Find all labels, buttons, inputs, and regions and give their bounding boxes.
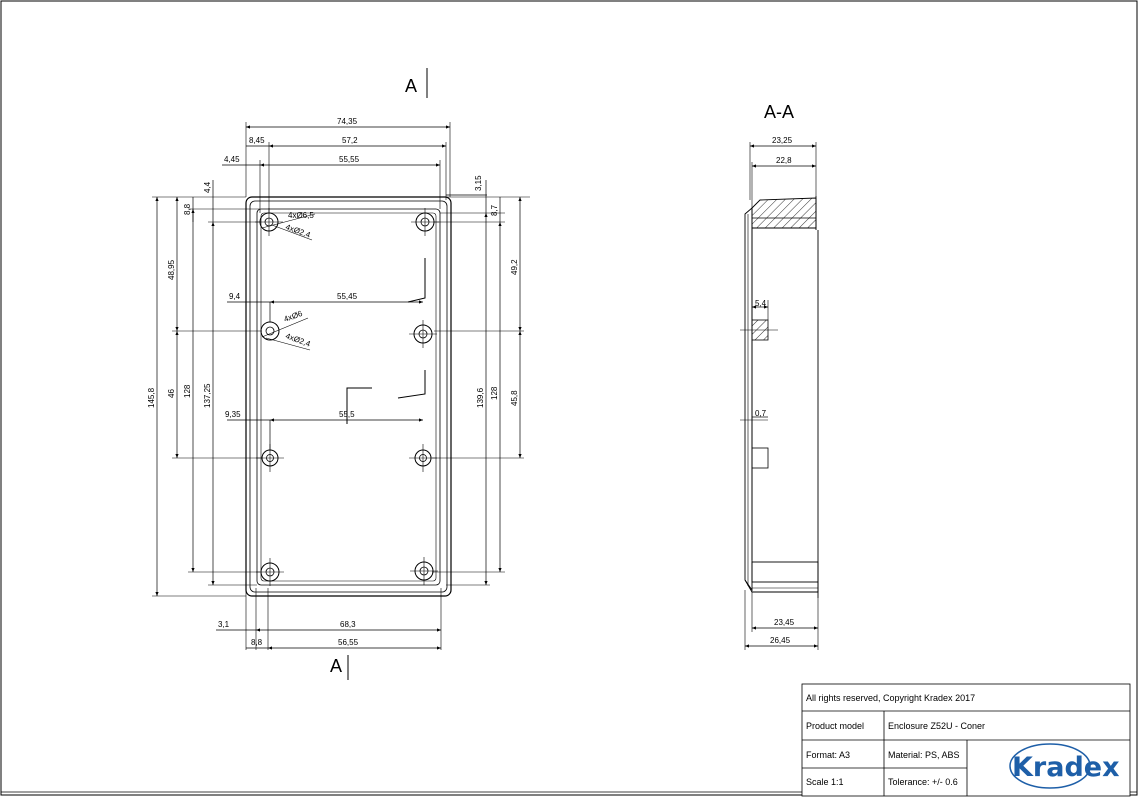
dim-right-offset: 3,15 [474, 175, 483, 191]
dim-bottom-3-1: 3,1 [218, 620, 230, 629]
section-top-flange [751, 197, 817, 229]
dim-total-height: 145,8 [147, 387, 156, 408]
section-mark-top: A [405, 76, 417, 96]
front-view [152, 68, 530, 680]
kradex-logo: Kradex [1009, 743, 1120, 789]
title-block-text: All rights reserved, Copyright Kradex 20… [806, 693, 985, 787]
dim-section-outer-top: 23,25 [772, 136, 793, 145]
dim-bottom-8-8: 8,8 [251, 638, 263, 647]
rib-middle [346, 387, 372, 424]
dim-row2-left: 9,35 [225, 410, 241, 419]
enclosure-outline [245, 196, 452, 597]
dim-upper-height: 48,95 [167, 259, 176, 280]
dim-inner-width-2: 55,55 [339, 155, 360, 164]
dim-section-5-4: 5,4 [755, 299, 767, 308]
dim-hole-spacing-left: 128 [183, 384, 192, 398]
enclosure-floor [260, 212, 437, 582]
dim-left-offset-2: 4,45 [224, 155, 240, 164]
dim-bottom-68-3: 68,3 [340, 620, 356, 629]
dim-overall-width: 74,35 [337, 117, 358, 126]
dim-row1-left: 9,4 [229, 292, 241, 301]
dim-left-offset-1: 8,45 [249, 136, 265, 145]
dim-bottom-56-55: 56,55 [338, 638, 359, 647]
dim-mid-height: 46 [167, 389, 176, 398]
title-block [801, 683, 1131, 797]
rib-lower [397, 370, 426, 399]
dim-top-4-4: 4,4 [203, 181, 212, 193]
dim-row2-span: 55,5 [339, 410, 355, 419]
hole-callout-c: 4xØ6 [283, 309, 305, 324]
dim-right-top: 8,7 [490, 204, 499, 216]
section-side-tab [751, 447, 769, 469]
dim-right-upper-height: 49,2 [510, 259, 519, 275]
dim-section-0-7: 0,7 [755, 409, 767, 418]
enclosure-inner-wall [256, 208, 441, 586]
dim-hole-spacing-right: 128 [490, 386, 499, 400]
hole-callout-a: 4xØ6,5 [288, 211, 314, 220]
dim-row1-span: 55,45 [337, 292, 358, 301]
enclosure-rim [249, 200, 448, 593]
product-model-value: Enclosure Z52U - Coner [888, 721, 985, 731]
copyright-text: All rights reserved, Copyright Kradex 20… [806, 693, 975, 703]
dim-right-mid-height: 45,8 [510, 390, 519, 406]
dim-section-inner-top: 22,8 [776, 156, 792, 165]
section-title: A-A [764, 102, 794, 122]
scale-text: Scale 1:1 [806, 777, 844, 787]
section-outer-wall [744, 207, 753, 592]
kradex-logo-text: Kradex [1012, 752, 1120, 783]
product-model-label: Product model [806, 721, 864, 731]
dim-section-outer-bottom: 26,45 [770, 636, 791, 645]
hole-callout-d: 4xØ2,4 [284, 331, 312, 348]
dim-inner-height-right: 139,6 [476, 387, 485, 408]
section-view [740, 142, 819, 650]
section-mark-bottom: A [330, 656, 342, 676]
hole-callout-b: 4xØ2,4 [284, 222, 312, 239]
dim-inner-width-1: 57,2 [342, 136, 358, 145]
rib-upper [407, 258, 426, 303]
section-view-labels: A-A 23,25 22,8 5,4 0,7 23,45 26,45 [755, 102, 795, 645]
material-text: Material: PS, ABS [888, 750, 960, 760]
dim-inner-height-left: 137,25 [203, 383, 212, 408]
tolerance-text: Tolerance: +/- 0.6 [888, 777, 958, 787]
section-bottom-block [751, 561, 819, 583]
dim-top-8-8: 8,8 [183, 203, 192, 215]
front-view-labels: A A 74,35 57,2 55,55 8,45 4,45 3,15 145,… [147, 76, 519, 676]
format-text: Format: A3 [806, 750, 850, 760]
dim-section-inner-bottom: 23,45 [774, 618, 795, 627]
